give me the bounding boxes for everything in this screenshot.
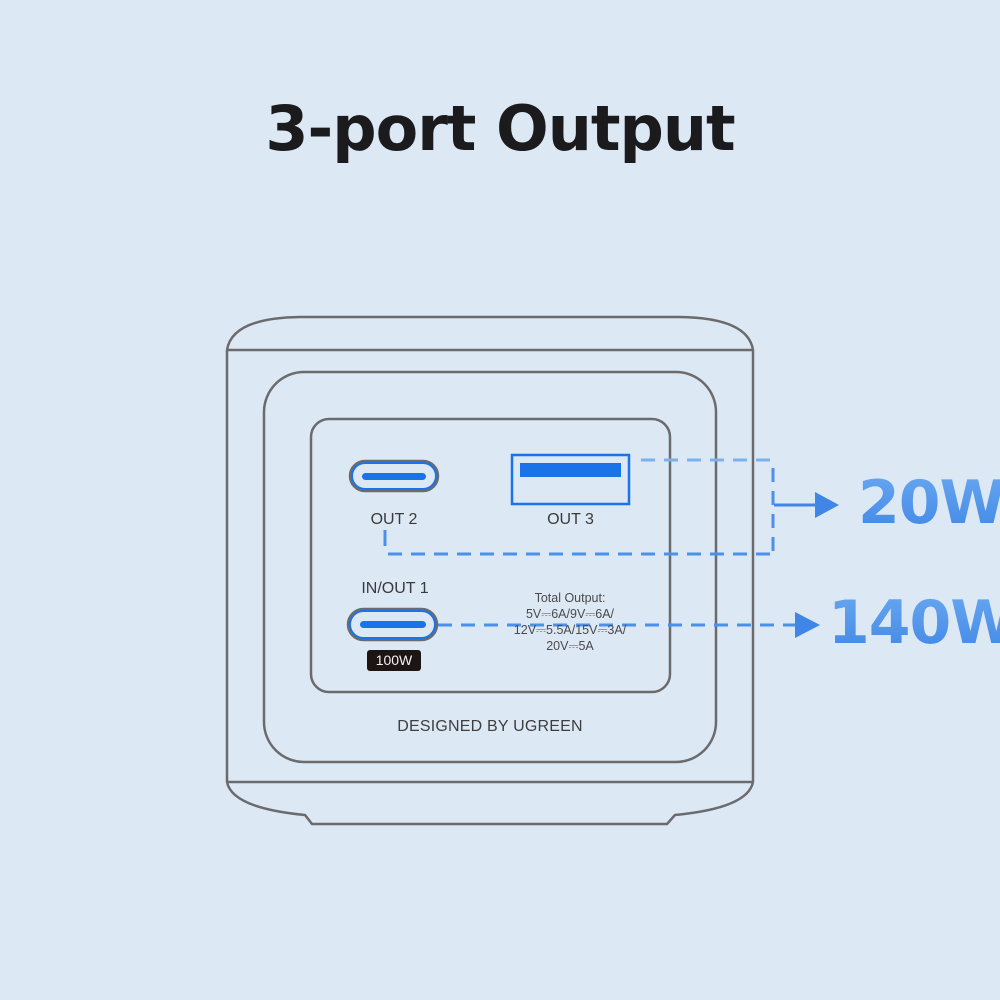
- callout-20w-bracket: [383, 458, 775, 556]
- body-foot: [225, 781, 755, 826]
- port-label-out3: OUT 3: [547, 511, 594, 528]
- arrow-140w-icon: [795, 612, 820, 638]
- port-out3-usb-a-icon: [510, 453, 631, 506]
- port-out2-usb-c-icon: [348, 459, 440, 493]
- spec-line: 12V⎓5.5A/15V⎓3A/: [513, 623, 627, 637]
- charger-body: [225, 315, 755, 826]
- port-label-inout1: IN/OUT 1: [361, 580, 429, 597]
- spec-line: 5V⎓6A/9V⎓6A/: [525, 607, 615, 621]
- port-label-out2: OUT 2: [370, 511, 418, 528]
- body-top-cap: [225, 315, 755, 351]
- arrow-20w-icon: [774, 492, 839, 518]
- port-inout1-usb-c-icon: [346, 607, 439, 642]
- spec-heading: Total Output:: [534, 591, 606, 605]
- page-title: 3-port Output: [265, 92, 735, 165]
- power-badge-100w: 100W: [367, 650, 421, 671]
- brand-text: DESIGNED BY UGREEN: [397, 718, 583, 735]
- callout-140w-value: 140W: [828, 588, 1000, 658]
- total-output-spec: Total Output: 5V⎓6A/9V⎓6A/ 12V⎓5.5A/15V⎓…: [490, 590, 650, 654]
- front-frame: [262, 370, 718, 764]
- callout-20w-value: 20W: [858, 468, 1000, 538]
- spec-line: 20V⎓5A: [546, 639, 594, 653]
